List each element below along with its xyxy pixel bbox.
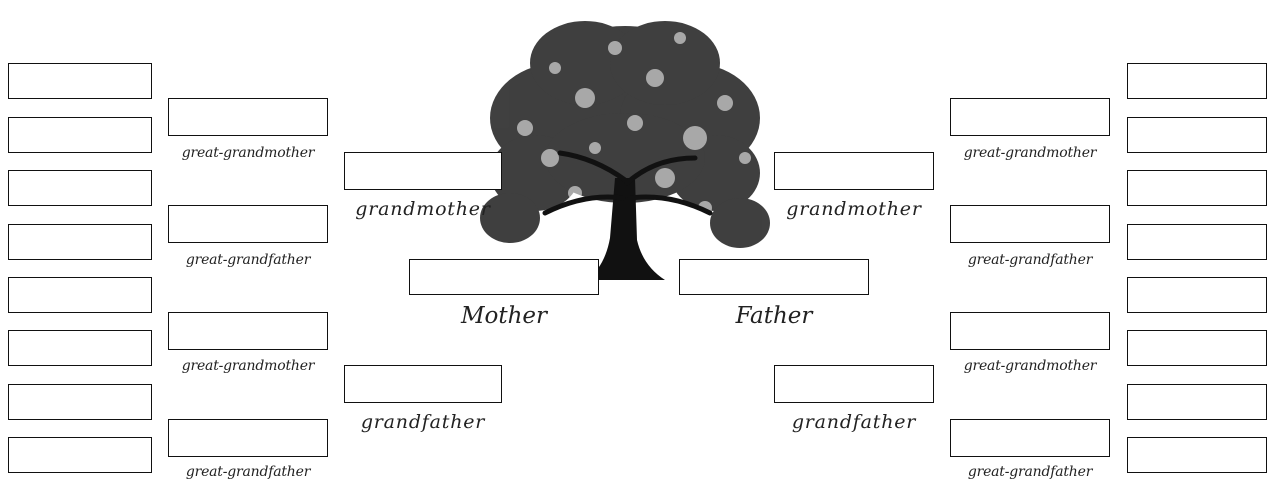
ancestor-box-left-4[interactable] [8,224,152,260]
great-grandfather-label: great-grandfather [967,252,1093,268]
ancestor-box-right-8[interactable] [1127,437,1267,473]
ancestor-box-right-5[interactable] [1127,277,1267,313]
grandfather-label: grandfather [360,411,486,433]
great-grandfather-box-left-1[interactable] [168,205,328,243]
ancestor-box-left-7[interactable] [8,384,152,420]
father-box[interactable] [679,259,869,295]
great-grandmother-label: great-grandmother [963,358,1097,374]
ancestor-box-right-4[interactable] [1127,224,1267,260]
great-grandmother-label: great-grandmother [181,358,315,374]
tree-icon [480,21,770,280]
grandfather-box-right[interactable] [774,365,934,403]
great-grandfather-label: great-grandfather [967,464,1093,480]
great-grandmother-box-right-1[interactable] [950,98,1110,136]
mother-label: Mother [460,303,548,329]
grandfather-box-left[interactable] [344,365,502,403]
grandfather-label: grandfather [791,411,917,433]
great-grandfather-box-right-2[interactable] [950,419,1110,457]
great-grandfather-label: great-grandfather [185,464,311,480]
grandmother-box-right[interactable] [774,152,934,190]
ancestor-box-right-3[interactable] [1127,170,1267,206]
ancestor-box-left-6[interactable] [8,330,152,366]
great-grandfather-box-right-1[interactable] [950,205,1110,243]
mother-box[interactable] [409,259,599,295]
great-grandmother-label: great-grandmother [963,145,1097,161]
ancestor-box-right-1[interactable] [1127,63,1267,99]
great-grandmother-label: great-grandmother [181,145,315,161]
ancestor-box-left-1[interactable] [8,63,152,99]
great-grandfather-label: great-grandfather [185,252,311,268]
father-label: Father [735,303,813,329]
great-grandfather-box-left-2[interactable] [168,419,328,457]
ancestor-box-left-3[interactable] [8,170,152,206]
ancestor-box-right-7[interactable] [1127,384,1267,420]
ancestor-box-left-2[interactable] [8,117,152,153]
grandmother-box-left[interactable] [344,152,502,190]
great-grandmother-box-left-1[interactable] [168,98,328,136]
ancestor-box-right-2[interactable] [1127,117,1267,153]
ancestor-box-right-6[interactable] [1127,330,1267,366]
grandmother-label: grandmother [355,198,491,220]
grandmother-label: grandmother [786,198,922,220]
great-grandmother-box-right-2[interactable] [950,312,1110,350]
ancestor-box-left-5[interactable] [8,277,152,313]
great-grandmother-box-left-2[interactable] [168,312,328,350]
ancestor-box-left-8[interactable] [8,437,152,473]
